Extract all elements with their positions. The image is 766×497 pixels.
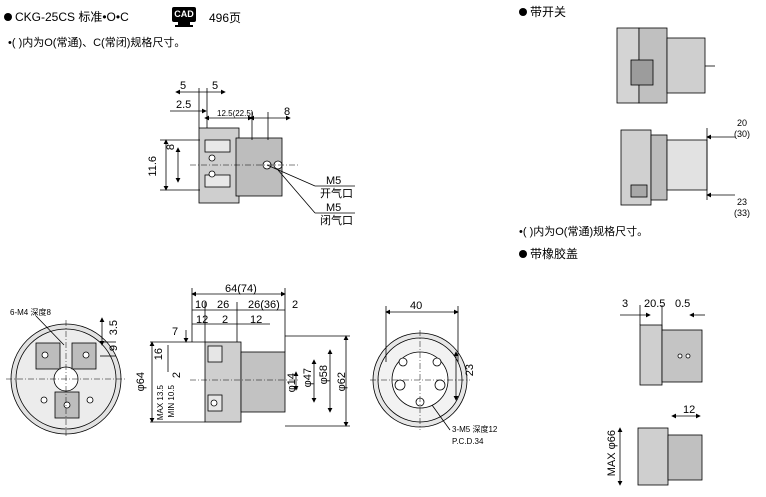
dim-5b: 5 xyxy=(212,80,219,92)
dim-20: 20 xyxy=(737,118,748,128)
dim-phi-47: φ47 xyxy=(302,368,314,388)
dim-11-6: 11.6 xyxy=(147,156,159,177)
cover-section-title: 带橡胶盖 xyxy=(519,247,578,261)
dim-16: 16 xyxy=(153,348,165,361)
dim-12a: 12 xyxy=(196,314,209,326)
dim-3-m5: 3-M5 深度12 xyxy=(452,425,498,434)
dim-0-5: 0.5 xyxy=(675,298,691,310)
dim-8: 8 xyxy=(284,106,291,118)
dim-10: 10 xyxy=(195,299,208,311)
dim-2a: 2 xyxy=(292,299,299,311)
front-view-drawing xyxy=(149,288,350,427)
switch-section-note: •( )内为O(常通)规格尺寸。 xyxy=(519,226,649,238)
switch-section-title: 带开关 xyxy=(519,5,566,19)
dim-40: 40 xyxy=(410,300,423,312)
dim-20-5: 20.5 xyxy=(644,298,666,310)
dim-26a: 26 xyxy=(217,299,230,311)
dim-max-13-5: MAX 13.5 xyxy=(156,385,165,421)
dim-12b: 12 xyxy=(250,314,263,326)
dim-23-back: 23 xyxy=(464,364,476,377)
cad-icon[interactable]: CAD xyxy=(170,6,198,28)
dim-6-m4: 6-M4 深度8 xyxy=(10,308,51,317)
header-note: •( )内为O(常通)、C(常闭)规格尺寸。 xyxy=(8,37,186,49)
dim-phi-58: φ58 xyxy=(318,365,330,385)
dim-9: 9 xyxy=(108,345,120,352)
dim-12-5: 12.5(22.5) xyxy=(217,109,254,118)
dim-phi-64: φ64 xyxy=(135,372,147,392)
dim-2-vertical: 2 xyxy=(171,372,183,379)
dim-phi-14: φ14 xyxy=(286,373,298,393)
port-m5-close: M5 xyxy=(326,202,342,214)
dim-5a: 5 xyxy=(180,80,187,92)
dim-max-66: MAX φ66 xyxy=(606,430,618,477)
dim-3: 3 xyxy=(622,298,629,310)
dim-2b: 2 xyxy=(222,314,229,326)
dim-26-36: 26(36) xyxy=(248,299,280,311)
port-m5-open: M5 xyxy=(326,175,342,187)
switch-view-drawing xyxy=(616,27,735,206)
cover-view-drawing xyxy=(617,305,705,486)
dim-min-10-5: MIN 10.5 xyxy=(167,385,176,418)
dim-64-74: 64(74) xyxy=(225,283,257,295)
dim-12: 12 xyxy=(683,404,696,416)
dim-2-5: 2.5 xyxy=(176,99,192,111)
close-port-label: 闭气口 xyxy=(320,215,353,227)
dim-23: 23 xyxy=(737,197,748,207)
dim-30: (30) xyxy=(734,129,751,139)
dim-7: 7 xyxy=(172,326,179,338)
page-reference[interactable]: 496页 xyxy=(209,11,242,25)
open-port-label: 开气口 xyxy=(320,188,353,200)
back-circular-view-drawing xyxy=(370,306,470,431)
cad-label: CAD xyxy=(174,9,194,19)
left-circular-view-drawing xyxy=(6,315,126,438)
title: CKG-25CS 标准•O•C xyxy=(4,10,129,24)
dim-phi-62: φ62 xyxy=(336,372,348,392)
dim-3-5: 3.5 xyxy=(108,320,120,336)
top-view-drawing xyxy=(160,88,355,214)
dim-pcd-34: P.C.D.34 xyxy=(452,437,484,446)
dim-8-vertical: 8 xyxy=(165,144,177,151)
dim-33: (33) xyxy=(734,208,751,218)
